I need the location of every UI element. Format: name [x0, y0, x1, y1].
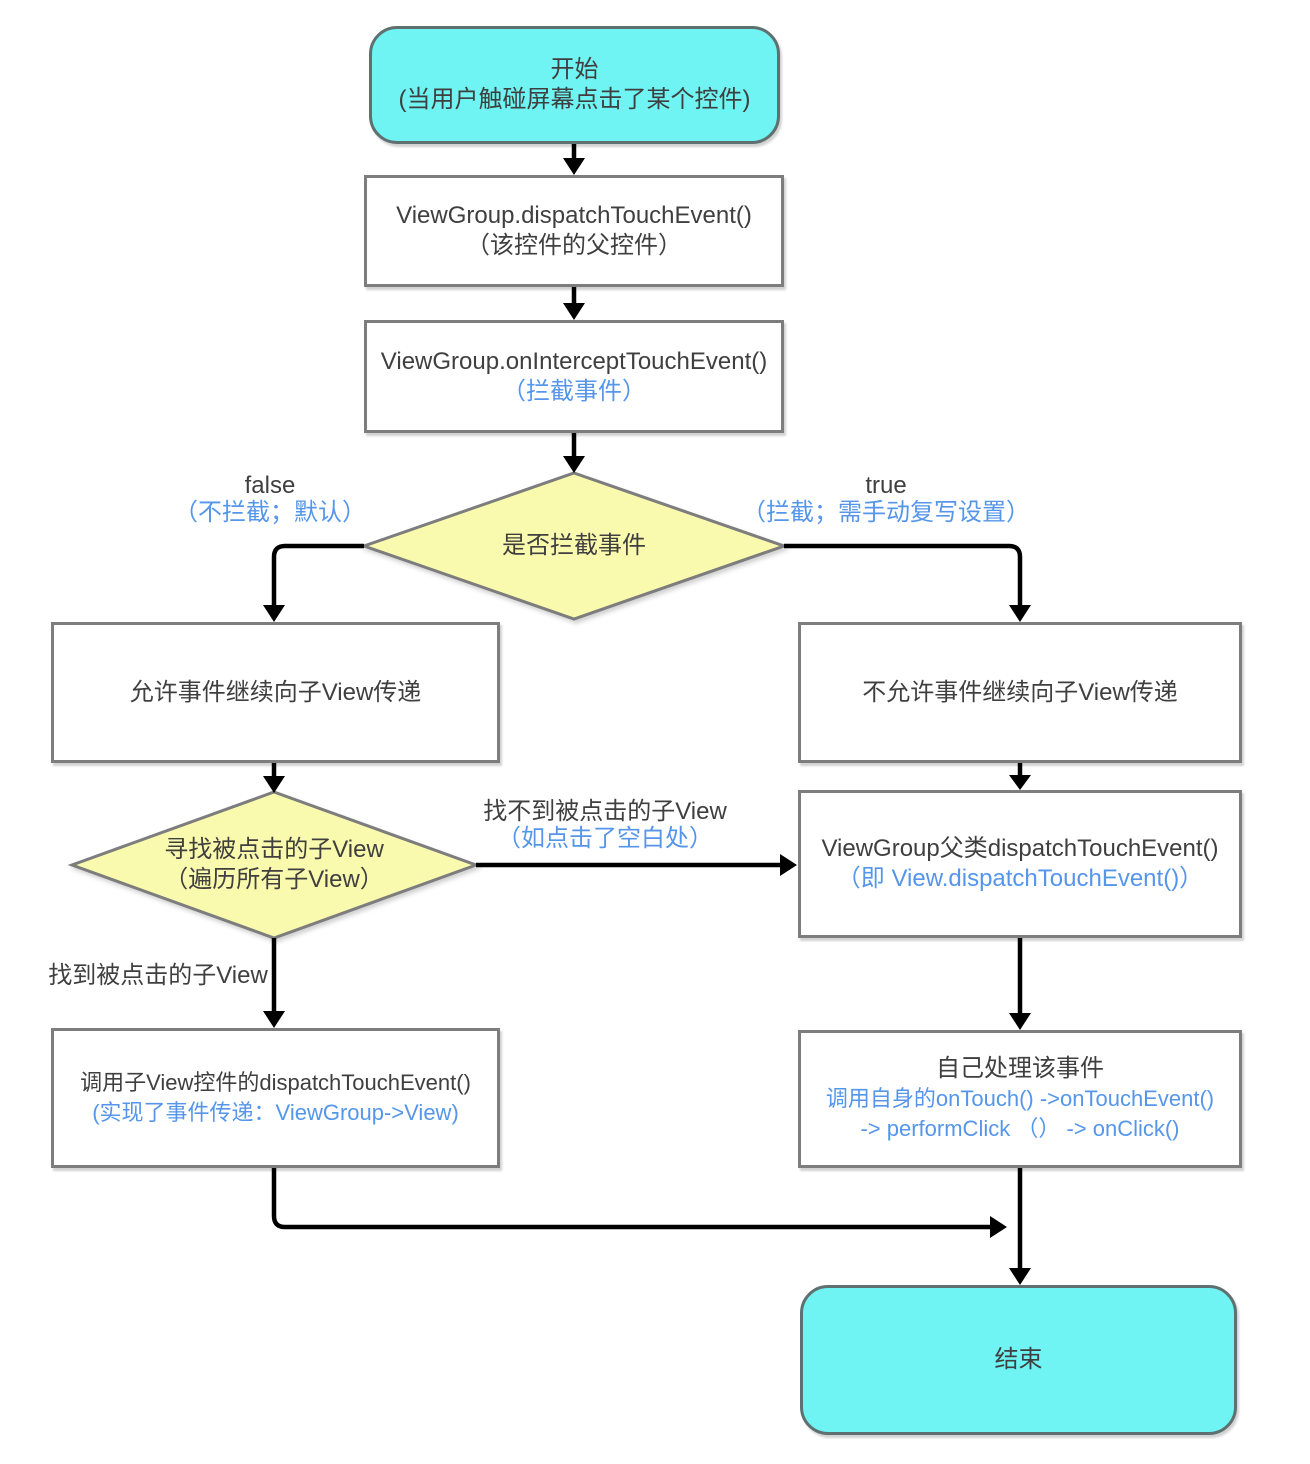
node-line: （即 View.dispatchTouchEvent()）	[836, 865, 1204, 892]
edge-find-child-not-found-to-super-dispatch	[476, 854, 797, 876]
node-line: 不允许事件继续向子View传递	[862, 678, 1178, 706]
edge-label-child-not-found: 找不到被点击的子View （如点击了空白处）	[455, 798, 755, 852]
edge-disallow-to-super-dispatch	[1009, 763, 1031, 790]
node-line: ViewGroup.dispatchTouchEvent()	[396, 202, 752, 229]
intercept-decision-node: 是否拦截事件	[364, 473, 784, 619]
edge-label-line: false	[244, 472, 296, 499]
edge-super-dispatch-to-self-handle	[1009, 938, 1031, 1030]
edge-decision-false-to-allow	[263, 543, 364, 622]
edge-dispatch-to-intercept	[563, 287, 585, 320]
allow-pass-node: 允许事件继续向子View传递	[51, 622, 500, 763]
node-line: (实现了事件传递：ViewGroup->View)	[92, 1100, 459, 1125]
edge-label-line: 找到被点击的子View	[48, 962, 268, 989]
node-line: -> performClick （） -> onClick()	[860, 1116, 1180, 1141]
node-line: 调用自身的onTouch() ->onTouchEvent()	[825, 1086, 1215, 1111]
edge-child-dispatch-merge	[271, 1168, 1007, 1238]
node-line: 调用子View控件的dispatchTouchEvent()	[80, 1070, 471, 1095]
edge-find-child-found-to-child-dispatch	[263, 938, 285, 1028]
edge-label-line: true	[865, 472, 907, 499]
node-line: ViewGroup.onInterceptTouchEvent()	[380, 347, 768, 375]
edge-label-child-found: 找到被点击的子View	[48, 962, 268, 989]
dispatch-touch-event-node: ViewGroup.dispatchTouchEvent() （该控件的父控件）	[364, 175, 784, 287]
self-handle-node: 自己处理该事件 调用自身的onTouch() ->onTouchEvent() …	[798, 1030, 1242, 1168]
node-line: （该控件的父控件）	[466, 232, 682, 259]
edge-start-to-dispatch	[563, 144, 585, 175]
node-line: （拦截事件）	[502, 377, 646, 405]
edge-self-handle-to-end	[1009, 1168, 1031, 1285]
edge-decision-true-to-disallow	[784, 543, 1031, 622]
node-line: 开始	[550, 56, 599, 83]
edge-label-true: true （拦截；需手动复写设置）	[736, 472, 1036, 526]
start-node: 开始 (当用户触碰屏幕点击了某个控件)	[369, 26, 780, 144]
node-line: （遍历所有子View）	[164, 866, 384, 893]
node-line: ViewGroup父类dispatchTouchEvent()	[821, 835, 1219, 862]
node-line: 自己处理该事件	[936, 1055, 1104, 1082]
super-dispatch-node: ViewGroup父类dispatchTouchEvent() （即 View.…	[798, 790, 1242, 938]
edge-label-line: （不拦截；默认）	[174, 499, 366, 526]
end-node: 结束	[800, 1285, 1237, 1435]
on-intercept-touch-event-node: ViewGroup.onInterceptTouchEvent() （拦截事件）	[364, 320, 784, 433]
intercept-decision-shape	[359, 471, 789, 621]
find-child-decision-node: 寻找被点击的子View （遍历所有子View）	[72, 792, 476, 938]
edge-label-line: 找不到被点击的子View	[483, 798, 727, 825]
disallow-pass-node: 不允许事件继续向子View传递	[798, 622, 1242, 763]
edge-label-line: （如点击了空白处）	[497, 825, 713, 852]
node-line: 结束	[994, 1346, 1043, 1373]
node-line: (当用户触碰屏幕点击了某个控件)	[398, 86, 751, 113]
edge-label-line: （拦截；需手动复写设置）	[742, 499, 1030, 526]
node-line: 允许事件继续向子View传递	[129, 678, 422, 706]
node-line: 寻找被点击的子View	[164, 836, 384, 863]
child-dispatch-node: 调用子View控件的dispatchTouchEvent() (实现了事件传递：…	[51, 1028, 500, 1168]
edge-allow-to-find-child	[263, 763, 285, 793]
edge-intercept-to-decision	[563, 433, 585, 473]
edge-label-false: false （不拦截；默认）	[145, 472, 395, 526]
node-line: 是否拦截事件	[502, 532, 646, 559]
